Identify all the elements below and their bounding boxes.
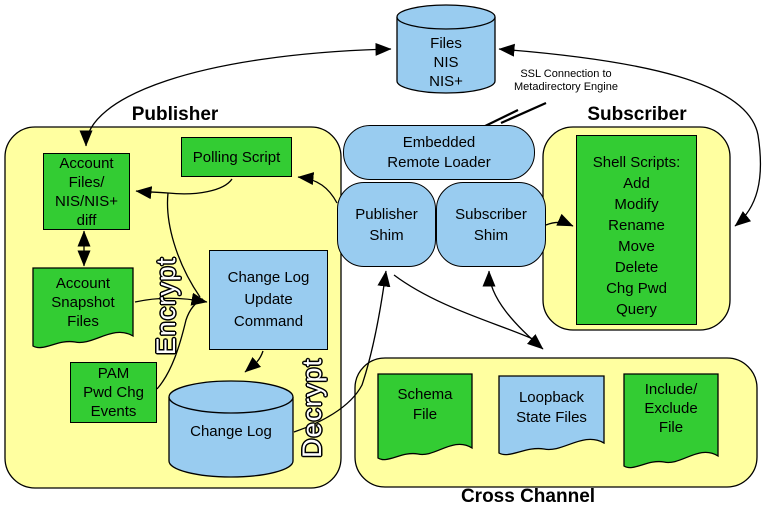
arrow-subscriber-shim-to-shell-scripts	[545, 213, 574, 227]
polling-script-node: Polling Script	[181, 137, 292, 177]
files-store-line: NIS	[433, 54, 459, 71]
pam-events-node: PAM Pwd Chg Events	[70, 362, 157, 423]
arrow-files-store-to-subscriber	[498, 43, 762, 227]
subscriber-title: Subscriber	[587, 104, 687, 125]
schema-file-label: Schema File	[378, 385, 472, 425]
arrow-polling-branch-to-change-log-update	[166, 192, 201, 298]
files-store-line: Files	[430, 35, 462, 52]
change-log-update-line: Command	[233, 313, 304, 330]
schema-file-document	[377, 373, 473, 461]
account-files-line: NIS/NIS+	[55, 192, 118, 210]
account-snapshot-line: Snapshot	[51, 294, 115, 311]
arrow-publisher-shim-to-polling-script	[297, 172, 338, 204]
include-exclude-file-label: Include/ Exclude File	[624, 380, 718, 437]
encrypt-label: Encrypt	[151, 256, 181, 356]
pam-events-line: PAM	[97, 365, 130, 382]
shell-scripts-line: Rename	[608, 217, 665, 234]
include-exclude-line: File	[658, 419, 684, 436]
publisher-shim-line: Publisher	[355, 205, 418, 223]
shell-scripts-line: Chg Pwd	[606, 280, 667, 297]
account-snapshot-label: Account Snapshot Files	[33, 274, 133, 331]
ssl-connection-label-line2: Metadirectory Engine	[514, 81, 618, 93]
account-snapshot-line: Files	[67, 313, 99, 330]
cross-channel-title: Cross Channel	[460, 486, 596, 507]
ssl-lightning-icon	[500, 101, 547, 125]
embedded-remote-loader-line: Embedded	[402, 133, 476, 151]
embedded-remote-loader-line: Remote Loader	[387, 153, 491, 171]
subscriber-shim-node: Subscriber Shim	[436, 182, 546, 267]
change-log-cylinder	[168, 380, 294, 478]
shell-scripts-line: Modify	[614, 196, 659, 213]
files-store-line: NIS+	[429, 73, 463, 90]
shell-scripts-line: Add	[623, 175, 650, 192]
change-log-update-line: Update	[244, 291, 293, 308]
account-files-line: diff	[76, 211, 97, 229]
files-store-label: Files NIS NIS+	[396, 34, 496, 91]
change-log-update-line: Change Log	[227, 269, 310, 286]
ssl-connection-label-line1: SSL Connection to	[520, 68, 612, 80]
change-log-update-node: Change Log Update Command	[209, 250, 328, 350]
embedded-remote-loader-node: Embedded Remote Loader	[343, 125, 535, 180]
account-files-line: Files/	[68, 173, 105, 191]
arrow-change-log-to-publisher-shim-decrypt	[293, 270, 391, 433]
subscriber-shim-line: Shim	[473, 226, 509, 244]
include-exclude-file-document	[623, 373, 719, 469]
arrow-publisher-shim-to-cross-channel	[393, 274, 536, 341]
shell-scripts-line: Move	[618, 238, 655, 255]
publisher-title: Publisher	[131, 104, 219, 125]
loopback-line: State Files	[516, 409, 587, 426]
change-log-line: Change Log	[190, 423, 272, 440]
shell-scripts-line: Delete	[614, 259, 659, 276]
publisher-shim-node: Publisher Shim	[337, 182, 436, 267]
ssl-connection-label: SSL Connection to Metadirectory Engine	[500, 68, 632, 94]
shell-scripts-line: Shell Scripts:	[592, 154, 681, 171]
account-files-node: Account Files/ NIS/NIS+ diff	[43, 153, 130, 230]
include-exclude-line: Exclude	[644, 400, 698, 417]
schema-file-line: File	[412, 406, 438, 423]
account-snapshot-line: Account	[55, 275, 111, 292]
shell-scripts-node: Shell Scripts: Add Modify Rename Move De…	[576, 135, 697, 325]
arrow-account-files-to-files-store	[79, 42, 392, 147]
publisher-shim-line: Shim	[369, 226, 404, 244]
arrow-subscriber-shim-to-cross-channel	[482, 270, 544, 350]
change-log-label: Change Log	[169, 423, 293, 440]
account-snapshot-document	[32, 267, 134, 349]
decrypt-label: Decrypt	[297, 357, 327, 459]
shell-scripts-line: Query	[616, 301, 657, 318]
loopback-line: Loopback	[518, 389, 585, 406]
loopback-state-files-label: Loopback State Files	[499, 388, 604, 428]
arrow-pam-to-change-log-update-encrypt	[156, 298, 204, 390]
subscriber-shim-line: Subscriber	[455, 205, 527, 223]
schema-file-line: Schema	[397, 386, 453, 403]
loopback-state-files-document	[498, 375, 605, 456]
include-exclude-line: Include/	[644, 381, 698, 398]
polling-script-line: Polling Script	[192, 148, 281, 166]
account-files-line: Account	[59, 154, 114, 172]
files-store-cylinder	[396, 4, 496, 94]
pam-events-line: Events	[90, 403, 137, 420]
arrow-change-log-update-to-change-log	[244, 350, 264, 373]
pam-events-line: Pwd Chg	[83, 384, 144, 401]
